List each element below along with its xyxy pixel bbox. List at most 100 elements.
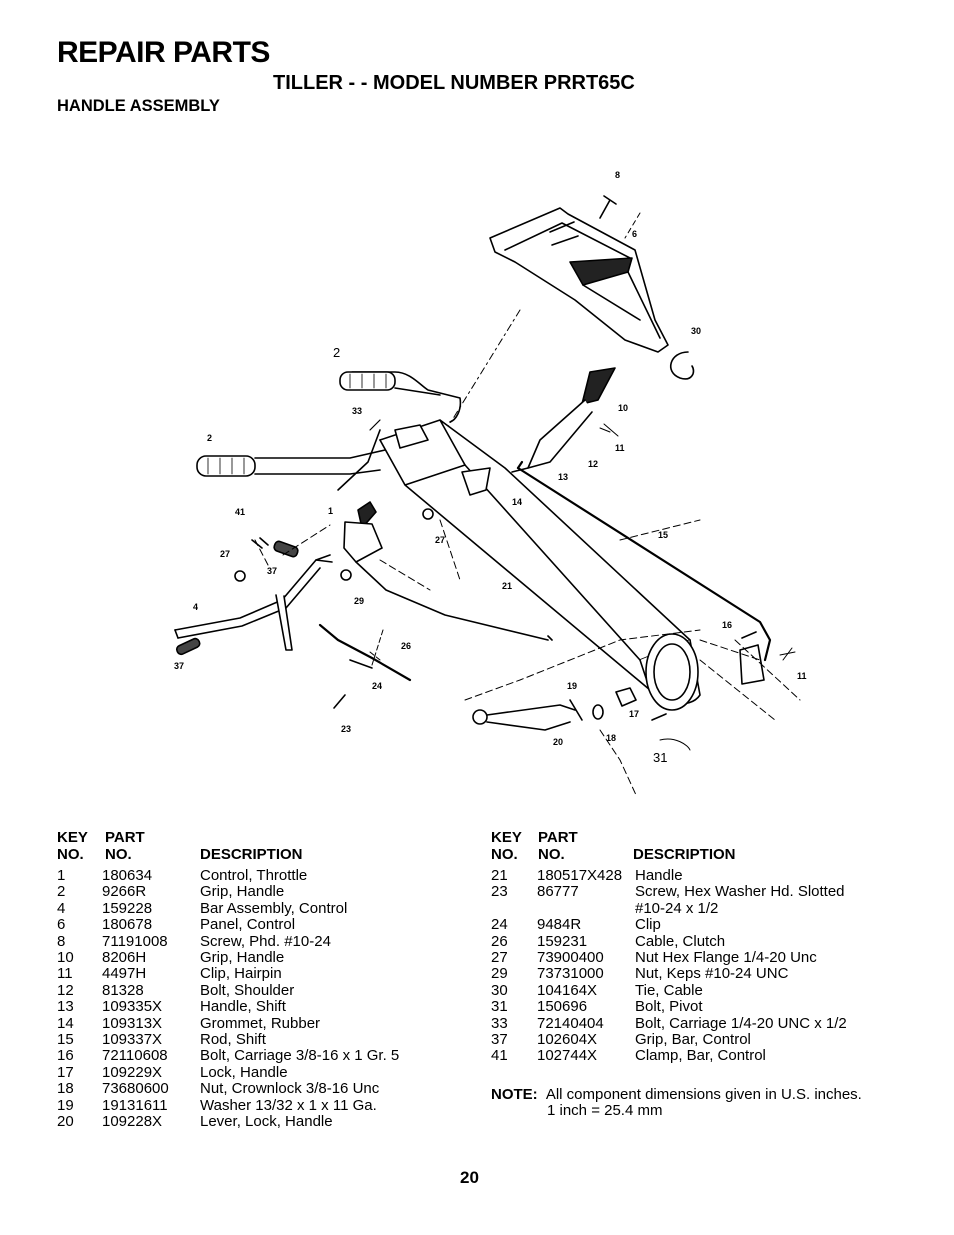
shift-handle-part	[511, 367, 619, 473]
callout-1: 1	[328, 506, 333, 516]
page-number: 20	[460, 1168, 479, 1187]
part-number: 81328	[102, 981, 144, 999]
part-key-no: 37	[491, 1031, 508, 1048]
part-description: Nut Hex Flange 1/4-20 Unc	[635, 949, 817, 966]
part-key-no: 26	[491, 932, 508, 950]
callout-10: 10	[618, 403, 628, 413]
note-label: NOTE:	[491, 1086, 538, 1103]
note-line-2: 1 inch = 25.4 mm	[547, 1102, 663, 1120]
part-number: 72110608	[102, 1047, 168, 1065]
callout-26: 26	[401, 641, 411, 651]
part-description: Bar Assembly, Control	[200, 899, 348, 917]
callout-14: 14	[512, 497, 522, 507]
main-handle-part	[379, 419, 701, 711]
part-key-no: 8	[57, 932, 66, 950]
part-key-no: 30	[491, 981, 508, 999]
part-key-no: 14	[57, 1014, 74, 1032]
callout-17: 17	[629, 709, 639, 719]
callout-11-upper: 11	[615, 443, 625, 453]
callout-4: 4	[193, 602, 198, 612]
part-description: Grip, Handle	[200, 883, 285, 901]
callout-13: 13	[558, 472, 568, 482]
part-key-no: 4	[57, 899, 66, 917]
part-key-no: 33	[491, 1014, 508, 1032]
right-desc-header: DESCRIPTION	[633, 846, 736, 863]
throttle-control-part	[343, 501, 553, 641]
part-number: 109337X	[102, 1031, 163, 1048]
part-key-no: 23	[491, 883, 508, 901]
part-number: 109313X	[102, 1014, 163, 1032]
part-key-no: 1	[57, 867, 66, 884]
part-description: Panel, Control	[200, 916, 296, 934]
part-description: Clip	[635, 916, 661, 934]
page-subtitle: TILLER - - MODEL NUMBER PRRT65C	[273, 72, 635, 94]
callout-33: 33	[352, 406, 362, 416]
part-description: Tie, Cable	[635, 981, 703, 999]
part-description: Nut, Crownlock 3/8-16 Unc	[200, 1080, 380, 1098]
part-number: 109229X	[102, 1063, 163, 1081]
part-key-no: 15	[57, 1031, 74, 1048]
part-description: Handle, Shift	[200, 998, 286, 1016]
left-key-header: KEY NO.	[57, 829, 88, 863]
callout-27-upper: 27	[435, 535, 445, 545]
note-line-1: All component dimensions given in U.S. i…	[545, 1086, 862, 1103]
part-description: Washer 13/32 x 1 x 11 Ga.	[200, 1096, 377, 1114]
part-key-no: 12	[57, 981, 74, 999]
callout-20: 20	[553, 737, 563, 747]
handlebar-part	[196, 371, 462, 491]
part-description-cont: #10-24 x 1/2	[635, 899, 719, 917]
part-number: 19131611	[102, 1096, 168, 1114]
part-key-no: 19	[57, 1096, 74, 1114]
part-number: 72140404	[537, 1014, 604, 1032]
part-number: 9266R	[102, 883, 147, 901]
part-key-no: 29	[491, 965, 508, 983]
lock-lever-part	[472, 687, 667, 731]
left-part-header: PART NO.	[105, 829, 145, 863]
part-number: 109228X	[102, 1113, 163, 1130]
part-number: 180517X428	[537, 867, 623, 884]
part-number: 159231	[537, 932, 588, 950]
callout-37-lower: 37	[174, 661, 184, 671]
part-description: Grip, Bar, Control	[635, 1031, 751, 1048]
right-part-header: PART NO.	[538, 829, 578, 863]
page-title: REPAIR PARTS	[57, 36, 270, 69]
callout-27-lower: 27	[220, 549, 230, 559]
part-description: Clip, Hairpin	[200, 965, 282, 983]
part-key-no: 17	[57, 1063, 74, 1081]
part-key-no: 21	[491, 867, 508, 884]
part-description: Bolt, Carriage 1/4-20 UNC x 1/2	[635, 1014, 847, 1032]
part-number: 73900400	[537, 949, 604, 966]
part-description: Control, Throttle	[200, 867, 308, 884]
callout-8: 8	[615, 170, 620, 180]
part-description: Handle	[635, 867, 683, 884]
part-description: Screw, Hex Washer Hd. Slotted	[635, 883, 845, 901]
part-number: 9484R	[537, 916, 582, 934]
part-key-no: 10	[57, 949, 74, 966]
callout-29: 29	[354, 596, 364, 606]
part-key-no: 18	[57, 1080, 74, 1098]
callout-15: 15	[658, 530, 668, 540]
part-key-no: 20	[57, 1113, 74, 1130]
handle-assembly-diagram: 8 6 30 2 10 33 11 2 12 13 14 41 1 27 15 …	[174, 170, 807, 796]
part-number: 109335X	[102, 998, 163, 1016]
part-key-no: 6	[57, 916, 66, 934]
control-bar-part	[174, 554, 333, 651]
callout-16: 16	[722, 620, 732, 630]
callout-41: 41	[235, 507, 245, 517]
part-description: Cable, Clutch	[635, 932, 726, 950]
section-heading: HANDLE ASSEMBLY	[57, 97, 220, 115]
part-number: 102744X	[537, 1047, 598, 1065]
part-description: Clamp, Bar, Control	[635, 1047, 766, 1065]
callout-12: 12	[588, 459, 598, 469]
callout-30: 30	[691, 326, 701, 336]
control-panel-part	[489, 207, 669, 353]
right-key-header: KEY NO.	[491, 829, 522, 863]
callout-19: 19	[567, 681, 577, 691]
callout-24: 24	[372, 681, 382, 691]
callout-18: 18	[606, 733, 616, 743]
callout-6: 6	[632, 229, 637, 239]
callout-11-lower: 11	[797, 671, 807, 681]
part-description: Grip, Handle	[200, 949, 285, 966]
part-description: Grommet, Rubber	[200, 1014, 321, 1032]
callout-23: 23	[341, 724, 351, 734]
